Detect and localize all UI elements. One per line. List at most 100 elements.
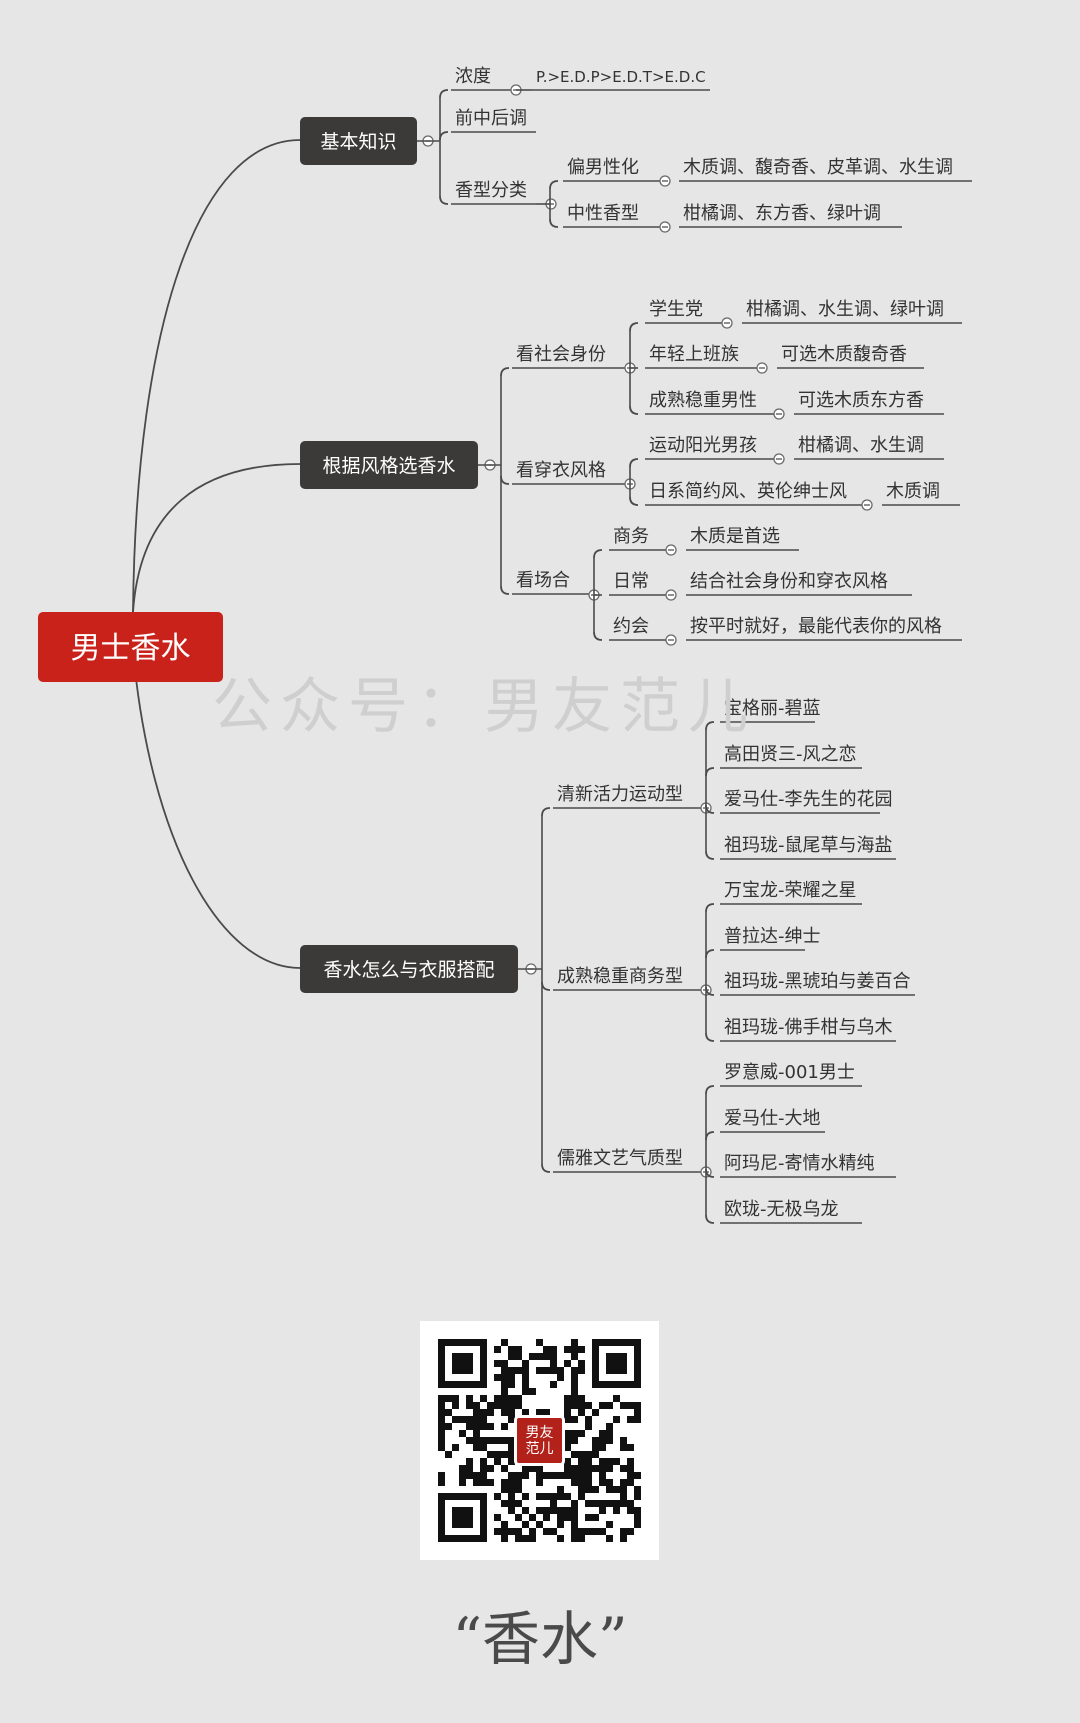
- branch-style-box: [300, 441, 478, 489]
- bracket-basics-curve: [439, 131, 449, 141]
- qr-module: [529, 1528, 536, 1535]
- qr-module: [466, 1416, 473, 1423]
- qr-module: [445, 1423, 452, 1430]
- qr-module: [438, 1395, 445, 1402]
- qr-module: [599, 1479, 606, 1486]
- qr-module: [599, 1528, 606, 1535]
- qr-module: [494, 1528, 501, 1535]
- qr-module: [515, 1528, 522, 1535]
- qr-module: [536, 1521, 543, 1528]
- qr-module: [592, 1437, 599, 1444]
- bracket-matching-curve: [541, 981, 551, 991]
- qr-module: [438, 1472, 445, 1479]
- root-to-branch-matching: [132, 649, 301, 969]
- qr-module: [466, 1472, 473, 1479]
- qr-module: [634, 1493, 641, 1500]
- daily-notes: 结合社会身份和穿衣风格: [690, 571, 888, 592]
- collapse-young-worker[interactable]: [756, 362, 768, 374]
- qr-module: [466, 1395, 473, 1402]
- qr-module: [487, 1402, 494, 1409]
- qr-module: [599, 1507, 606, 1514]
- qr-module: [578, 1430, 585, 1437]
- qr-module: [508, 1486, 515, 1493]
- qr-module: [578, 1367, 585, 1374]
- qr-module: [480, 1444, 487, 1451]
- qr-module: [571, 1472, 578, 1479]
- collapse-mature-man[interactable]: [773, 408, 785, 420]
- qr-module: [557, 1507, 564, 1514]
- qr-module: [438, 1479, 445, 1486]
- qr-module: [627, 1402, 634, 1409]
- qr-module: [501, 1395, 508, 1402]
- qr-module: [550, 1381, 557, 1388]
- collapse-minimal[interactable]: [861, 499, 873, 511]
- qr-module: [473, 1416, 480, 1423]
- qr-module: [571, 1416, 578, 1423]
- qr-module: [536, 1479, 543, 1486]
- perfume-item: 阿玛尼-寄情水精纯: [724, 1153, 875, 1174]
- qr-module: [550, 1500, 557, 1507]
- qr-module: [550, 1528, 557, 1535]
- qr-module: [578, 1451, 585, 1458]
- qr-module: [578, 1458, 585, 1465]
- qr-module: [578, 1360, 585, 1367]
- qr-module: [627, 1479, 634, 1486]
- group-mature-business: 成熟稳重商务型: [557, 966, 683, 987]
- qr-module: [501, 1528, 508, 1535]
- qr-module: [473, 1472, 480, 1479]
- mature-man-notes: 可选木质东方香: [798, 390, 924, 411]
- qr-module: [494, 1395, 501, 1402]
- qr-module: [522, 1507, 529, 1514]
- qr-module: [634, 1514, 641, 1521]
- qr-module: [606, 1535, 613, 1542]
- qr-module: [445, 1409, 452, 1416]
- young-worker-notes: 可选木质馥奇香: [781, 344, 907, 365]
- qr-module: [508, 1374, 515, 1381]
- sporty-notes: 柑橘调、水生调: [798, 435, 924, 456]
- qr-module: [543, 1409, 550, 1416]
- qr-module: [550, 1472, 557, 1479]
- branch-basics: 基本知识: [320, 131, 396, 153]
- qr-module: [536, 1339, 543, 1346]
- qr-module: [529, 1388, 536, 1395]
- qr-module: [634, 1507, 641, 1514]
- bracket-fresh-sporty-curve: [705, 767, 715, 777]
- qr-module: [543, 1493, 550, 1500]
- qr-module: [536, 1507, 543, 1514]
- collapse-neutral[interactable]: [659, 221, 671, 233]
- qr-module: [522, 1360, 529, 1367]
- qr-module: [445, 1395, 452, 1402]
- collapse-business[interactable]: [665, 544, 677, 556]
- collapse-sporty[interactable]: [773, 453, 785, 465]
- qr-module: [578, 1395, 585, 1402]
- dress-minimal-british: 日系简约风、英伦绅士风: [649, 481, 847, 502]
- qr-module: [466, 1423, 473, 1430]
- collapse-masculine[interactable]: [659, 175, 671, 187]
- qr-module: [494, 1360, 501, 1367]
- qr-module: [585, 1472, 592, 1479]
- collapse-date[interactable]: [665, 634, 677, 646]
- qr-module: [599, 1437, 606, 1444]
- qr-module: [515, 1402, 522, 1409]
- root-to-branch-basics: [132, 139, 301, 613]
- qr-module: [606, 1423, 613, 1430]
- qr-module: [487, 1409, 494, 1416]
- qr-module: [438, 1423, 445, 1430]
- qr-module: [578, 1402, 585, 1409]
- qr-module: [536, 1465, 543, 1472]
- qr-module: [473, 1402, 480, 1409]
- qr-module: [585, 1514, 592, 1521]
- qr-module: [515, 1535, 522, 1542]
- collapse-student[interactable]: [721, 317, 733, 329]
- qr-module: [508, 1402, 515, 1409]
- qr-module: [508, 1367, 515, 1374]
- collapse-daily[interactable]: [665, 589, 677, 601]
- qr-module: [620, 1528, 627, 1535]
- qr-module: [592, 1500, 599, 1507]
- qr-module: [466, 1402, 473, 1409]
- qr-module: [571, 1514, 578, 1521]
- bracket-occasion-curve: [593, 631, 603, 641]
- watermark-text: 公众号：男友范儿: [212, 672, 756, 742]
- qr-module: [592, 1486, 599, 1493]
- qr-module: [438, 1444, 445, 1451]
